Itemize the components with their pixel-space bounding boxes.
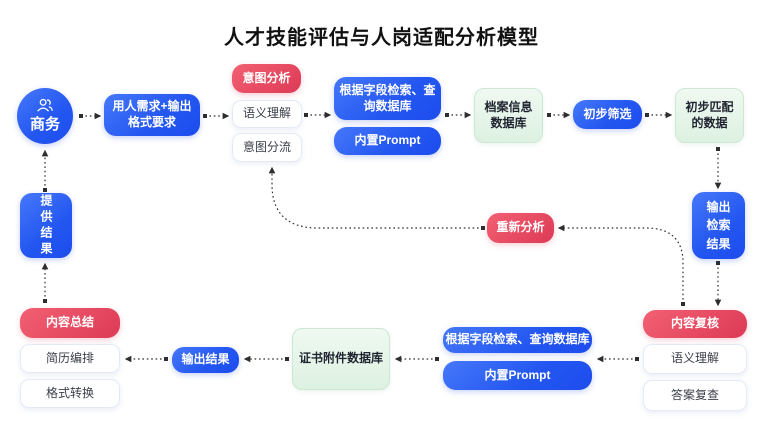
node-label: 意图分析 [242,70,291,85]
node-label: 答案复查 [670,387,719,402]
node-business: 商务 [17,88,73,144]
node-label: 内容总结 [45,315,94,330]
node-answer-recheck: 答案复查 [643,380,747,411]
node-label: 初步筛选 [583,106,632,121]
node-label-line2: 询数据库 [363,98,412,113]
node-builtin-prompt-top: 内置Prompt [334,127,441,155]
node-hiring-requirement: 用人需求+输出 格式要求 [104,94,200,136]
node-certificate-db: 证书附件数据库 [292,328,390,390]
node-label-line2: 检索 [706,218,731,233]
node-label: 商务 [29,115,60,133]
node-label: 内置Prompt [354,133,421,148]
node-field-search-top: 根据字段检索、查 询数据库 [334,77,441,120]
node-preliminary-matched: 初步匹配 的数据 [675,88,744,143]
node-reanalyze: 重新分析 [487,213,554,243]
node-label-line1: 档案信息 [484,99,533,114]
node-archive-db: 档案信息 数据库 [474,88,543,143]
node-provide-result: 提供结果 [20,193,72,258]
node-label: 重新分析 [496,220,545,235]
node-format-conversion: 格式转换 [20,379,120,408]
people-icon [37,98,53,112]
node-label-line1: 根据字段检索、查 [339,82,436,97]
node-intent-routing: 意图分流 [232,133,302,162]
node-output-result: 输出结果 [172,347,239,373]
node-label: 简历编排 [45,350,94,365]
node-label: 提供结果 [39,193,53,258]
node-label: 语义理解 [242,106,291,121]
connector-reanalyze-to-intentrouting [268,166,486,231]
node-label-line2: 的数据 [691,115,728,130]
node-label: 证书附件数据库 [298,351,383,366]
node-label: 根据字段检索、查询数据库 [445,332,590,347]
node-label-line1: 输出 [706,199,731,214]
node-label-line2: 格式要求 [127,115,176,129]
node-label-line2: 数据库 [490,115,527,130]
connector-review-to-reanalyze [557,224,686,307]
node-label-line1: 用人需求+输出 [112,99,192,114]
node-intent-analysis: 意图分析 [232,64,301,93]
node-label: 意图分流 [242,139,291,154]
node-content-review: 内容复核 [643,310,747,338]
page-title: 人才技能评估与人岗适配分析模型 [224,27,539,49]
node-label-line3: 结果 [706,236,731,251]
node-field-search-bottom: 根据字段检索、查询数据库 [443,327,592,353]
node-label: 内置Prompt [484,367,551,382]
node-label: 内容复核 [670,316,719,331]
node-label: 格式转换 [45,385,94,400]
node-label: 语义理解 [670,351,719,366]
node-resume-arrangement: 简历编排 [20,344,120,373]
node-semantic-understanding-bottom: 语义理解 [643,344,747,374]
node-label: 输出结果 [181,352,230,367]
node-label-line1: 初步匹配 [685,99,734,114]
node-builtin-prompt-bottom: 内置Prompt [443,361,592,390]
node-content-summary: 内容总结 [20,308,120,338]
node-preliminary-screening: 初步筛选 [573,100,642,129]
node-semantic-understanding-top: 语义理解 [232,100,302,128]
node-output-retrieval: 输出 检索 结果 [692,192,745,259]
